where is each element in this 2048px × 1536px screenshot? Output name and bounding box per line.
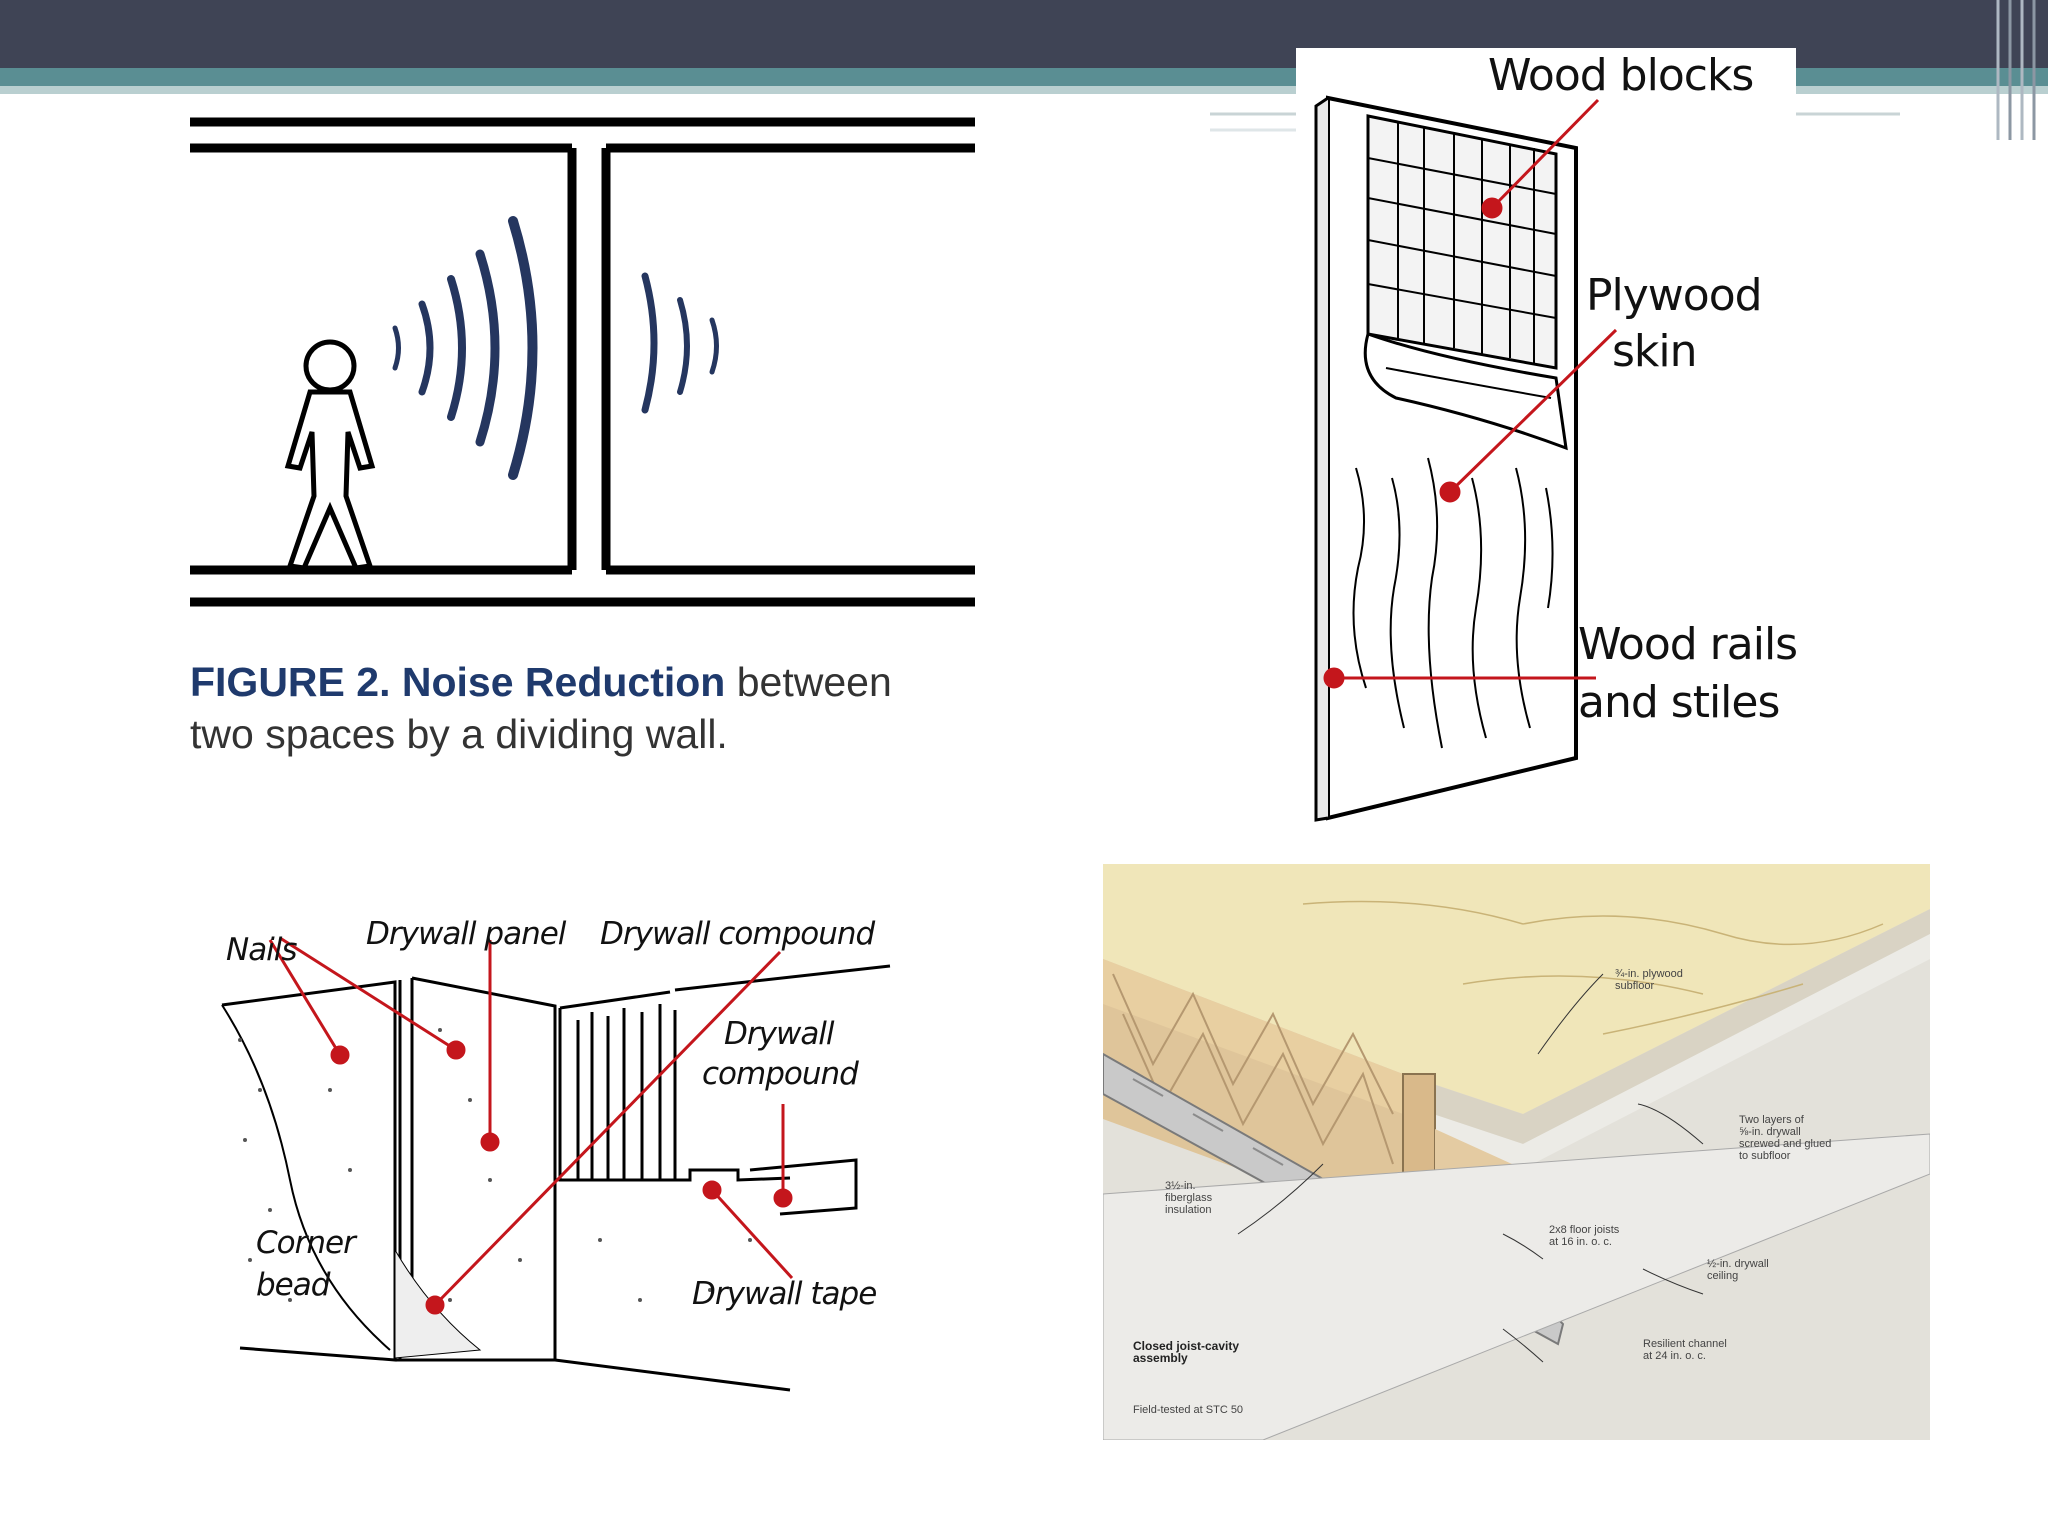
label-floor-joists-1: 2x8 floor joists xyxy=(1549,1224,1619,1236)
label-corner-bead: Corner bead xyxy=(256,1222,355,1306)
person-icon xyxy=(288,342,372,568)
label-insulation-1: 3½-in. xyxy=(1165,1180,1212,1192)
label-corner-bead-2: bead xyxy=(256,1264,355,1306)
label-drywall-layers-4: to subfloor xyxy=(1739,1150,1831,1162)
label-resilient-channel-2: at 24 in. o. c. xyxy=(1643,1350,1727,1362)
label-ceiling-1: ½-in. drywall xyxy=(1707,1258,1769,1270)
label-plywood-skin: Plywood skin xyxy=(1586,268,1762,380)
label-subfloor-1: ¾-in. plywood xyxy=(1615,968,1683,980)
label-plywood-skin-1: Plywood xyxy=(1586,268,1762,324)
label-subfloor-2: subfloor xyxy=(1615,980,1683,992)
label-ceiling-2: ceiling xyxy=(1707,1270,1769,1282)
figure-noise-reduction: FIGURE 2. Noise Reduction between two sp… xyxy=(160,96,1000,786)
label-drywall-compound-right-1: Drywall xyxy=(702,1014,858,1054)
figure-floor-ceiling-assembly: ¾-in. plywood subfloor Two layers of ⅝-i… xyxy=(1103,864,1930,1440)
label-drywall-layers-1: Two layers of xyxy=(1739,1114,1831,1126)
label-drywall-tape: Drywall tape xyxy=(692,1276,876,1312)
label-assembly-2: assembly xyxy=(1133,1352,1239,1364)
caption-text-2: two spaces by a dividing wall. xyxy=(190,711,728,757)
label-drywall-compound-right-2: compound xyxy=(702,1054,858,1094)
label-subfloor: ¾-in. plywood subfloor xyxy=(1615,968,1683,992)
label-assembly: Closed joist-cavity assembly xyxy=(1133,1340,1239,1364)
sound-waves-icon xyxy=(395,221,717,475)
figure-solid-core-door: Wood blocks Plywood skin Wood rails and … xyxy=(1296,48,1796,828)
label-wood-rails-1: Wood rails xyxy=(1578,616,1797,674)
label-drywall-compound-right: Drywall compound xyxy=(702,1014,858,1094)
label-corner-bead-1: Corner xyxy=(256,1222,355,1264)
slide-corner-lines xyxy=(1978,0,2048,150)
label-floor-joists: 2x8 floor joists at 16 in. o. c. xyxy=(1549,1224,1619,1248)
label-plywood-skin-2: skin xyxy=(1586,324,1762,380)
label-nails: Nails xyxy=(226,932,297,968)
label-wood-rails: Wood rails and stiles xyxy=(1578,616,1797,732)
label-insulation-2: fiberglass xyxy=(1165,1192,1212,1204)
caption-text-1: between xyxy=(725,659,891,705)
figure-drywall-installation: Nails Drywall panel Drywall compound Dry… xyxy=(190,880,920,1420)
label-stc-rating: Field-tested at STC 50 xyxy=(1133,1404,1243,1416)
label-ceiling: ½-in. drywall ceiling xyxy=(1707,1258,1769,1282)
label-drywall-compound-top: Drywall compound xyxy=(600,916,874,952)
caption-title: FIGURE 2. Noise Reduction xyxy=(190,659,725,705)
label-drywall-panel: Drywall panel xyxy=(366,916,565,952)
label-insulation: 3½-in. fiberglass insulation xyxy=(1165,1180,1212,1216)
label-wood-blocks: Wood blocks xyxy=(1488,50,1753,101)
label-floor-joists-2: at 16 in. o. c. xyxy=(1549,1236,1619,1248)
figure-caption: FIGURE 2. Noise Reduction between two sp… xyxy=(190,656,990,760)
label-drywall-layers-3: screwed and glued xyxy=(1739,1138,1831,1150)
label-wood-rails-2: and stiles xyxy=(1578,674,1797,732)
label-drywall-layers-2: ⅝-in. drywall xyxy=(1739,1126,1831,1138)
label-drywall-layers: Two layers of ⅝-in. drywall screwed and … xyxy=(1739,1114,1831,1162)
label-resilient-channel-1: Resilient channel xyxy=(1643,1338,1727,1350)
label-resilient-channel: Resilient channel at 24 in. o. c. xyxy=(1643,1338,1727,1362)
label-insulation-3: insulation xyxy=(1165,1204,1212,1216)
drywall-diagram xyxy=(190,880,920,1420)
noise-reduction-diagram xyxy=(160,96,1000,656)
